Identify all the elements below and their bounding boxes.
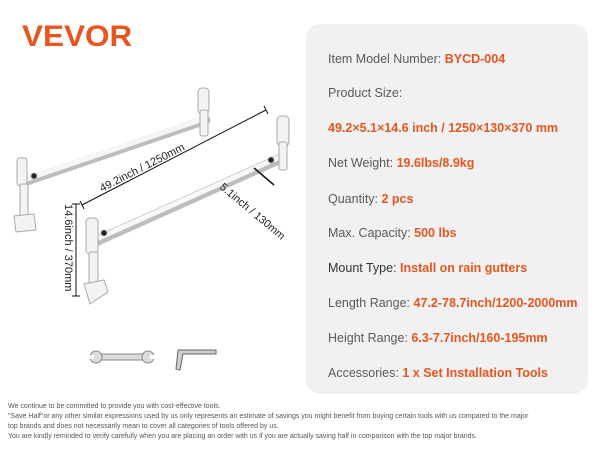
- disclaimer-line: "Save Half"or any other similar expressi…: [8, 413, 529, 420]
- vevor-logo: VEVOR: [22, 20, 133, 53]
- back-crossbar: [19, 115, 211, 187]
- width-dimension: [253, 167, 275, 186]
- front-crossbar: [87, 153, 287, 248]
- spec-height-range: Height Range: 6.3-7.7inch/160-195mm: [328, 331, 548, 345]
- spec-model-number: Item Model Number: BYCD-004: [328, 52, 506, 66]
- hex-key-icon: [175, 349, 217, 371]
- spec-length-range: Length Range: 47.2-78.7inch/1200-2000mm: [328, 296, 578, 310]
- spec-product-size-label: Product Size:: [328, 86, 403, 100]
- width-dimension-label: 5.1inch / 130mm: [217, 181, 287, 242]
- front-left-bracket: [83, 217, 109, 305]
- front-right-bracket: [267, 115, 290, 171]
- length-dimension: [79, 105, 269, 210]
- disclaimer-line: We continue to be committed to provide y…: [8, 403, 221, 410]
- spec-net-weight: Net Weight: 19.6lbs/8.9kg: [328, 156, 475, 170]
- spec-accessories: Accessories: 1 x Set Installation Tools: [328, 366, 548, 380]
- height-dimension-label: 14.6inch / 370mm: [62, 204, 74, 291]
- spec-product-size-value: 49.2×5.1×14.6 inch / 1250×130×370 mm: [328, 121, 559, 135]
- back-left-bracket: [13, 157, 38, 233]
- height-dimension: [72, 203, 80, 297]
- spec-mount-type: Mount Type: Install on rain gutters: [328, 261, 528, 275]
- disclaimer-line: top brands and does not necessarily mean…: [8, 423, 279, 430]
- back-right-bracket: [197, 87, 210, 137]
- wrench-icon: [88, 350, 156, 364]
- specifications-card: Item Model Number: BYCD-004 Product Size…: [306, 24, 588, 394]
- disclaimer: We continue to be committed to provide y…: [8, 402, 596, 442]
- spec-quantity: Quantity: 2 pcs: [328, 192, 414, 206]
- spec-max-capacity: Max. Capacity: 500 lbs: [328, 226, 457, 240]
- disclaimer-line: You are kindly reminded to verify carefu…: [8, 433, 477, 440]
- ladder-rack-illustration: 49.2inch / 1250mm 5.1inch / 130mm 14.6in…: [13, 87, 290, 371]
